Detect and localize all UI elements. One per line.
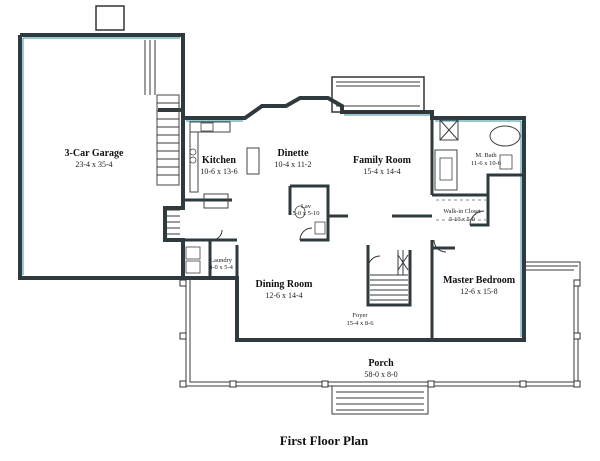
closet-name: Walk-in Closet (443, 208, 480, 215)
laundry-dim: 8-0 x 5-4 (209, 264, 234, 271)
foyer-dim: 15-4 x 8-6 (346, 320, 374, 327)
closet-dim: 5-10 x 5-0 (449, 216, 475, 223)
mbath-name: M. Bath (475, 152, 497, 159)
front-steps (331, 386, 429, 415)
master-name: Master Bedroom (443, 275, 516, 286)
room-labels: 3-Car Garage 23-4 x 35-4 Kitchen 10-6 x … (65, 148, 516, 379)
garage-dim: 23-4 x 35-4 (75, 160, 112, 169)
laundry-name: Laundry (210, 257, 233, 264)
porch-name: Porch (368, 358, 394, 369)
plan-caption: First Floor Plan (280, 433, 369, 448)
porch-post (229, 380, 237, 388)
garage-chimney (95, 5, 125, 31)
porch-post (573, 279, 581, 287)
family-name: Family Room (353, 155, 412, 166)
porch-post (519, 380, 527, 388)
porch-post (427, 380, 435, 388)
dining-name: Dining Room (256, 279, 314, 290)
foyer-name: Foyer (352, 312, 368, 319)
mbath-dim: 11-6 x 10-6 (471, 160, 502, 167)
dinette-dim: 10-4 x 11-2 (274, 160, 311, 169)
dining-dim: 12-6 x 14-4 (265, 291, 302, 300)
front-porch (179, 261, 581, 415)
porch-dim: 58-0 x 8-0 (364, 370, 397, 379)
family-dim: 15-4 x 14-4 (363, 167, 400, 176)
porch-post (321, 380, 329, 388)
rear-deck (331, 76, 425, 113)
kitchen-dim: 10-6 x 13-6 (200, 167, 237, 176)
porch-post (573, 380, 581, 388)
lav-dim: 5-0 x 5-10 (292, 210, 319, 217)
garage-name: 3-Car Garage (65, 148, 125, 159)
porch-post (179, 380, 187, 388)
dinette-name: Dinette (277, 148, 309, 159)
fixtures (185, 119, 521, 301)
kitchen-name: Kitchen (202, 155, 236, 166)
garage-stair (144, 40, 180, 186)
porch-post (179, 279, 187, 287)
master-dim: 12-6 x 15-8 (460, 287, 497, 296)
porch-post (179, 332, 187, 340)
foyer-stair (370, 250, 409, 301)
interior-walls (183, 118, 524, 340)
garage-structure (18, 5, 185, 280)
porch-post (573, 332, 581, 340)
lav-name: Lav (301, 203, 312, 210)
